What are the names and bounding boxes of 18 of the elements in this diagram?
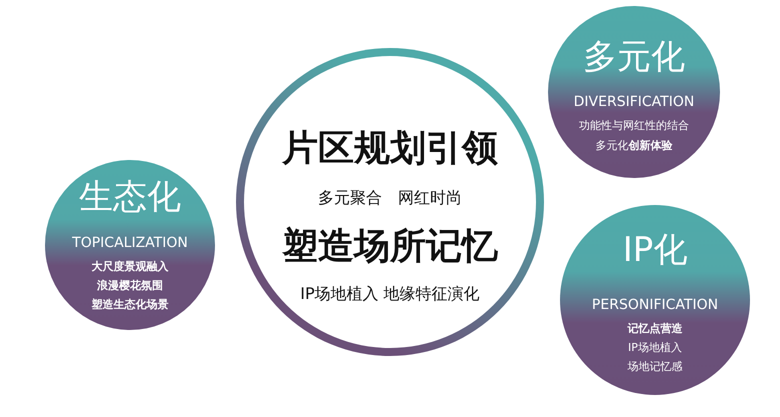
description: 多元化创新体验 — [596, 138, 672, 153]
circle-title: IP化 — [622, 229, 688, 272]
english-label: PERSONIFICATION — [592, 297, 718, 313]
english-label: DIVERSIFICATION — [574, 94, 694, 110]
description: 功能性与网红性的结合 — [579, 118, 689, 133]
heading: 片区规划引领 — [282, 127, 498, 171]
description: IP场地植入 — [628, 340, 682, 355]
description: 场地记忆感 — [628, 359, 682, 374]
heading: 塑造场所记忆 — [282, 225, 498, 269]
description: 塑造生态化场景 — [92, 297, 168, 312]
circle-title: 多元化 — [583, 36, 685, 79]
description: 大尺度景观融入 — [92, 259, 168, 274]
subheading: 多元聚合 网红时尚 — [318, 188, 462, 209]
description: 记忆点营造 — [628, 321, 682, 336]
description: 浪漫樱花氛围 — [97, 278, 163, 293]
english-label: TOPICALIZATION — [72, 235, 188, 251]
circle-title: 生态化 — [79, 176, 181, 219]
subheading: IP场地植入 地缘特征演化 — [300, 284, 480, 305]
